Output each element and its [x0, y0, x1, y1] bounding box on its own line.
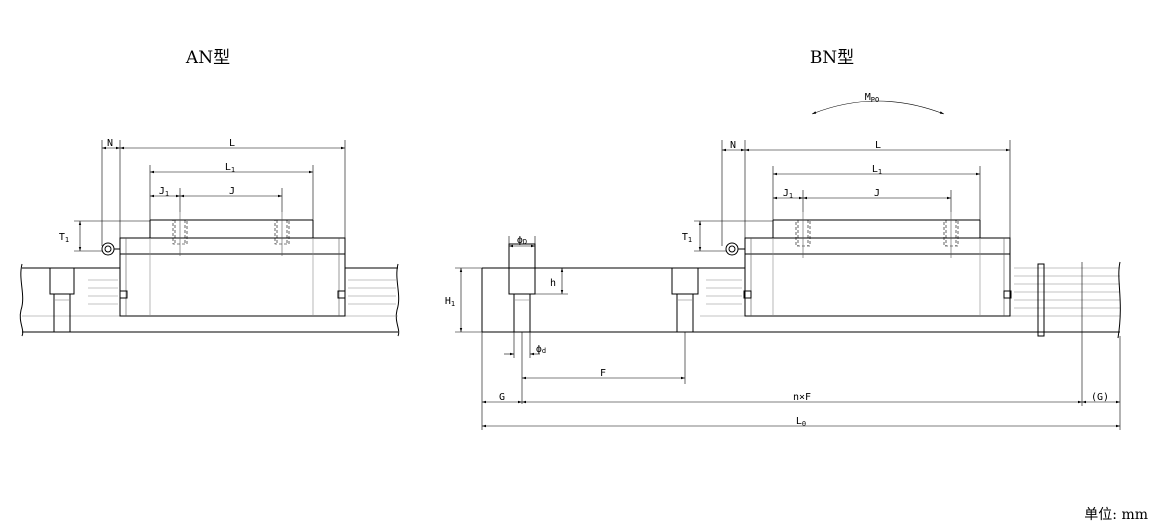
bn-dim-J1: J1: [783, 188, 793, 200]
rail-dim-h: h: [550, 278, 556, 289]
rail-dim-nF: n×F: [793, 392, 811, 403]
rail-dim-L0: L0: [796, 416, 806, 428]
rail-dim-G-paren: (G): [1091, 392, 1109, 403]
an-dim-J: J: [229, 186, 235, 197]
an-dim-L: L: [229, 138, 235, 149]
an-dim-T1: T1: [59, 232, 69, 244]
an-dim-N: N: [107, 138, 113, 149]
unit-label: 单位: mm: [1084, 507, 1148, 523]
an-dim-J1: J1: [159, 186, 169, 198]
bn-dim-L: L: [875, 140, 881, 151]
bn-dim-J: J: [874, 188, 880, 199]
rail-dim-G: G: [499, 392, 505, 403]
rail-dim-phid: ϕd: [536, 344, 546, 355]
rail-hole-left: [508, 243, 536, 333]
rail-dim-phiD: ϕD: [517, 235, 527, 246]
rail-hole-mid: [671, 267, 699, 333]
rail-dim-H1: H1: [445, 296, 455, 308]
bn-dim-N: N: [730, 140, 736, 151]
bn-type-title: BN型: [810, 48, 854, 68]
an-type-title: AN型: [185, 48, 230, 68]
rail-dim-F: F: [600, 368, 606, 379]
an-type-view: N L L1 J1 J T1: [19, 138, 400, 337]
bn-tapped-hole-left: [795, 212, 811, 258]
an-tapped-hole-left: [172, 212, 188, 256]
an-dim-L1: L1: [225, 162, 235, 174]
bn-dim-L1: L1: [872, 164, 882, 176]
bn-dim-MPO: MPO: [865, 92, 879, 104]
bn-tapped-hole-right: [943, 212, 959, 258]
bn-dim-T1: T1: [682, 232, 692, 244]
an-tapped-hole-right: [274, 212, 290, 256]
bn-type-view: MPO N L L1 J1 J T1 ϕD h: [445, 92, 1121, 430]
